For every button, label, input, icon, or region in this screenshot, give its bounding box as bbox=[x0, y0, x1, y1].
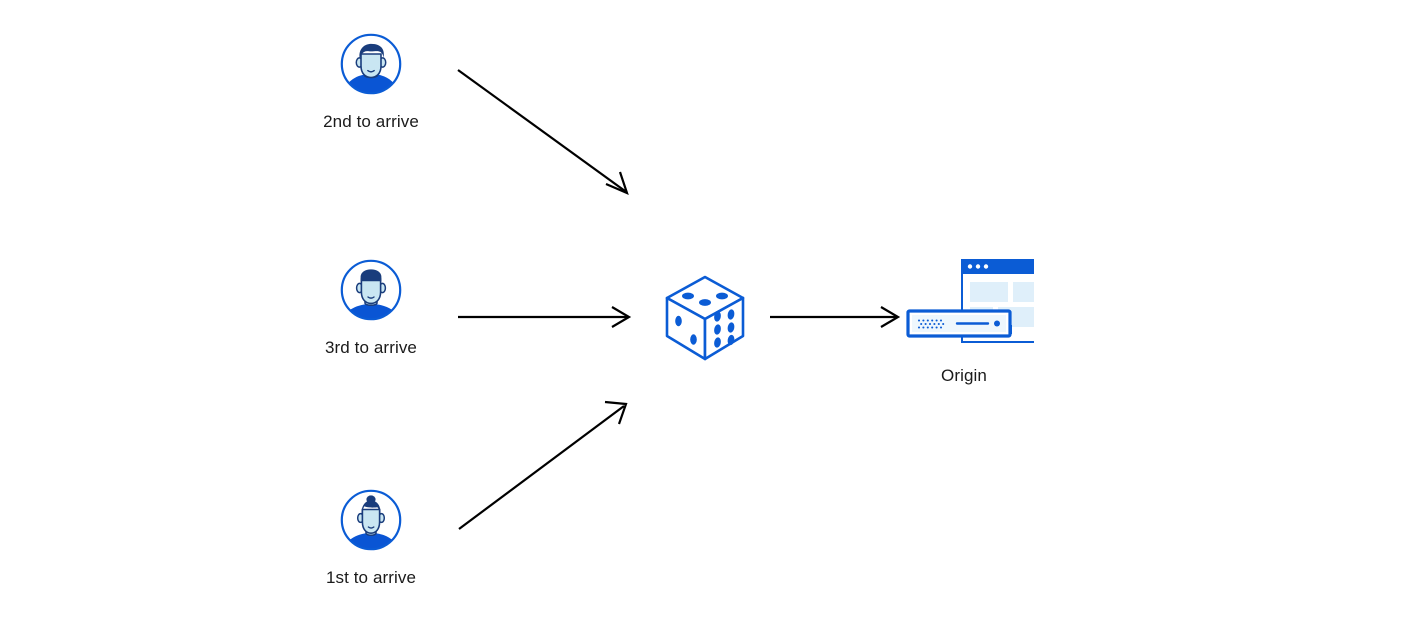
avatar-2nd bbox=[339, 32, 403, 96]
origin-server-icon bbox=[894, 253, 1059, 353]
visitor-1st-label: 1st to arrive bbox=[325, 568, 417, 587]
server-device bbox=[906, 309, 1012, 338]
user-avatar-icon bbox=[340, 259, 402, 321]
node-origin: Origin bbox=[864, 253, 1064, 386]
origin-illustration bbox=[906, 259, 1059, 343]
avatar-3rd bbox=[339, 258, 403, 322]
user-avatar-icon bbox=[340, 489, 402, 551]
node-visitor-3rd: 3rd to arrive bbox=[291, 258, 451, 358]
node-randomizer bbox=[657, 269, 753, 365]
arrow-3rd-to-dice bbox=[458, 306, 632, 328]
arrow-2nd-to-dice bbox=[457, 69, 629, 195]
visitor-3rd-label: 3rd to arrive bbox=[324, 338, 417, 357]
dice-icon bbox=[665, 275, 745, 361]
node-visitor-1st: 1st to arrive bbox=[291, 488, 451, 588]
avatar-1st bbox=[339, 488, 403, 552]
visitor-2nd-label: 2nd to arrive bbox=[323, 112, 419, 131]
arrow-1st-to-dice bbox=[458, 400, 628, 530]
user-avatar-icon bbox=[340, 33, 402, 95]
origin-label: Origin bbox=[941, 366, 987, 385]
node-visitor-2nd: 2nd to arrive bbox=[291, 32, 451, 132]
